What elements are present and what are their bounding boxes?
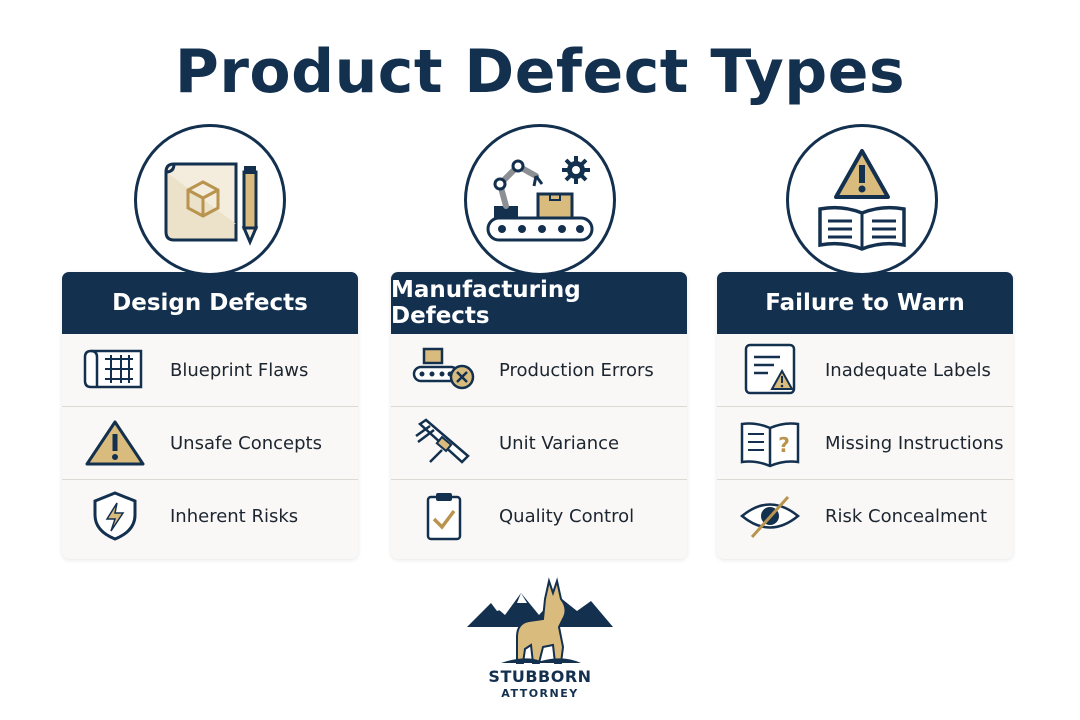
design-defects-circle bbox=[134, 124, 286, 276]
item-label: Inherent Risks bbox=[170, 505, 299, 527]
label-warning-icon bbox=[744, 343, 796, 395]
blueprint-pencil-icon bbox=[164, 162, 259, 246]
card-header: Manufacturing Defects bbox=[391, 272, 687, 334]
list-item: Blueprint Flaws bbox=[62, 334, 358, 406]
shield-lightning-icon bbox=[93, 491, 137, 541]
item-label: Unsafe Concepts bbox=[170, 432, 322, 454]
item-label: Production Errors bbox=[499, 359, 654, 381]
warning-book-icon bbox=[818, 149, 906, 251]
caliper-icon bbox=[415, 418, 470, 464]
svg-text:?: ? bbox=[778, 433, 790, 457]
eye-slash-icon bbox=[740, 495, 800, 539]
list-item: Unit Variance bbox=[391, 406, 687, 479]
manufacturing-defects-card: Manufacturing Defects Production Errors bbox=[391, 272, 687, 559]
blueprint-icon bbox=[83, 349, 143, 389]
item-label: Missing Instructions bbox=[825, 432, 1004, 454]
clipboard-check-icon bbox=[426, 493, 462, 541]
design-defects-card: Design Defects Blueprint Flaws Unsafe Co bbox=[62, 272, 358, 559]
item-label: Risk Concealment bbox=[825, 505, 988, 527]
item-label: Quality Control bbox=[499, 505, 635, 527]
book-question-icon: ? bbox=[740, 422, 800, 468]
brand-logo: STUBBORN ATTORNEY bbox=[465, 575, 615, 705]
card-header: Failure to Warn bbox=[717, 272, 1013, 334]
item-label: Inadequate Labels bbox=[825, 359, 991, 381]
list-item: Unsafe Concepts bbox=[62, 406, 358, 479]
list-item: Risk Concealment bbox=[717, 479, 1013, 552]
list-item: Inherent Risks bbox=[62, 479, 358, 552]
list-item: Quality Control bbox=[391, 479, 687, 552]
card-header: Design Defects bbox=[62, 272, 358, 334]
failure-to-warn-circle bbox=[786, 124, 938, 276]
manufacturing-defects-circle bbox=[464, 124, 616, 276]
logo-wordmark-line2: ATTORNEY bbox=[501, 687, 579, 700]
list-item: Production Errors bbox=[391, 334, 687, 406]
item-label: Blueprint Flaws bbox=[170, 359, 309, 381]
donkey-mountains-icon bbox=[467, 577, 613, 664]
warning-icon bbox=[85, 420, 145, 466]
conveyor-error-icon bbox=[412, 347, 475, 390]
failure-to-warn-card: Failure to Warn Inadequate Labels bbox=[717, 272, 1013, 559]
list-item: Inadequate Labels bbox=[717, 334, 1013, 406]
page-title: Product Defect Types bbox=[174, 37, 906, 107]
item-label: Unit Variance bbox=[499, 432, 620, 454]
robot-arm-conveyor-icon bbox=[486, 156, 594, 242]
logo-wordmark-line1: STUBBORN bbox=[488, 667, 592, 686]
list-item: ? Missing Instructions bbox=[717, 406, 1013, 479]
